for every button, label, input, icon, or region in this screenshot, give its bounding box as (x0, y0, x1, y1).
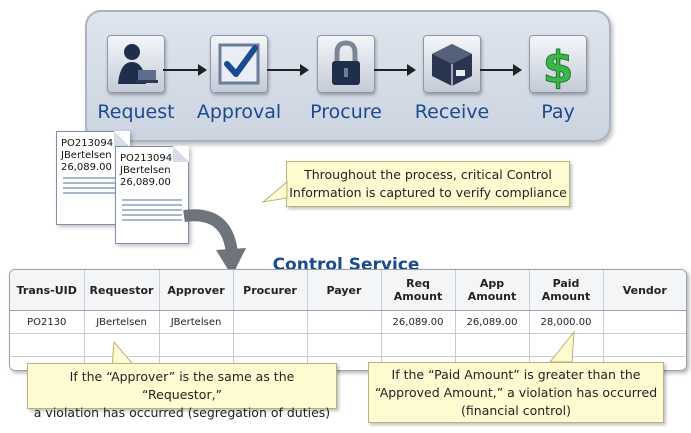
table-cell (455, 333, 530, 357)
step-procure: Procure (296, 35, 396, 123)
table-cell (233, 310, 308, 334)
callout-pointer (262, 180, 288, 203)
control-service-table: Trans-UID Requestor Approver Procurer Pa… (9, 269, 687, 371)
table-cell (10, 333, 85, 357)
callout-segregation-duties: If the “Approver” is the same as the “Re… (27, 363, 337, 420)
step-label: Receive (414, 101, 490, 123)
doc-po-number: PO213094 (120, 153, 173, 164)
doc-requestor: JBertelsen (120, 165, 171, 176)
doc-po-number: PO213094 (61, 138, 114, 149)
callout-financial-control: If the “Paid Amount” is greater than the… (368, 362, 664, 423)
table-cell (233, 333, 308, 357)
callout-text: “Approved Amount,” a violation has occur… (374, 385, 658, 400)
table-cell (307, 310, 382, 334)
doc-amount: 26,089.00 (61, 162, 112, 173)
callout-control-info: Throughout the process, critical Control… (286, 161, 570, 207)
step-label: Approval (196, 101, 282, 123)
document-icon: PO213094 JBertelsen 26,089.00 (115, 146, 189, 244)
col-req-amount: Req Amount (381, 270, 456, 311)
callout-text: Information is captured to verify compli… (289, 185, 567, 200)
col-payer: Payer (307, 270, 382, 311)
step-receive: Receive (402, 35, 502, 123)
col-app-amount: App Amount (455, 270, 530, 311)
table-cell: 26,089.00 (455, 310, 530, 334)
person-laptop-icon (107, 35, 165, 93)
table-cell (381, 333, 456, 357)
col-trans-uid: Trans-UID (10, 270, 85, 311)
table-row (10, 333, 686, 357)
col-approver: Approver (159, 270, 234, 311)
package-icon (423, 35, 481, 93)
flow-arrow (267, 64, 309, 76)
step-label: Pay (541, 101, 575, 123)
callout-text: (financial control) (461, 403, 571, 418)
dollar-sign-icon: $ (529, 35, 587, 94)
table-cell (603, 333, 686, 357)
table-cell: 26,089.00 (381, 310, 456, 334)
table-cell: JBertelsen (84, 310, 160, 334)
callout-text: If the “Approver” is the same as the “Re… (69, 369, 295, 402)
table-row: PO2130 JBertelsen JBertelsen 26,089.00 2… (10, 310, 686, 334)
callout-text: Throughout the process, critical Control (304, 167, 552, 182)
flow-arrow (374, 64, 416, 76)
padlock-icon (317, 35, 375, 93)
step-label: Procure (310, 101, 382, 123)
col-procurer: Procurer (233, 270, 308, 311)
flow-arrow (480, 64, 522, 76)
checkmark-icon (210, 35, 268, 93)
step-label: Request (97, 101, 175, 123)
table-header-row: Trans-UID Requestor Approver Procurer Pa… (10, 270, 686, 311)
step-request: Request (86, 35, 186, 123)
curved-arrow-icon (183, 209, 246, 276)
svg-text:$: $ (543, 42, 574, 92)
table-cell: JBertelsen (159, 310, 234, 334)
callout-text: a violation has occurred (segregation of… (33, 405, 331, 420)
table-cell: 28,000.00 (529, 310, 604, 334)
callout-pointer (548, 330, 575, 363)
col-requestor: Requestor (84, 270, 160, 311)
step-approval: Approval (189, 35, 289, 123)
table-cell (307, 333, 382, 357)
doc-amount: 26,089.00 (120, 177, 171, 188)
callout-text: If the “Paid Amount” is greater than the (391, 367, 641, 382)
step-pay: $ Pay (508, 35, 608, 123)
col-paid-amount: Paid Amount (529, 270, 604, 311)
col-vendor: Vendor (603, 270, 686, 311)
doc-requestor: JBertelsen (61, 150, 112, 161)
table-cell: PO2130 (10, 310, 85, 334)
table-cell (159, 333, 234, 357)
table-cell (603, 310, 686, 334)
flow-arrow (163, 64, 207, 76)
